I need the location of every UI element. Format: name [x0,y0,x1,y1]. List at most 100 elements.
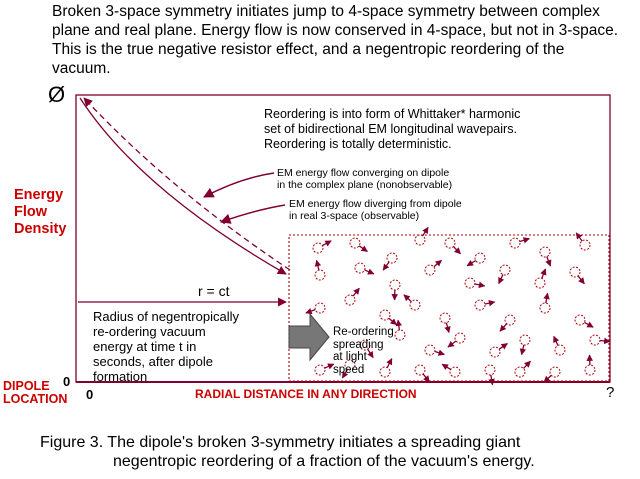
wavepair-circle [424,344,436,356]
x-axis-end-label: ? [606,384,615,401]
wavepair-arrow [543,292,550,304]
wavepair-circle [539,246,551,258]
wavepair-circle [344,294,356,306]
wavepair-arrow [575,232,583,242]
diverging-line: EM energy flow diverging from dipole [289,198,462,210]
wavepair-arrow [545,256,552,267]
wavepair-circle [489,346,501,358]
wavepair-arrow [382,261,390,271]
wavepair-circle [439,312,451,324]
dipole-label-line: DIPOLE [3,379,50,393]
wavepair-arrow [386,358,393,368]
origin-x-label: 0 [86,387,94,402]
wavepair-arrow [395,319,403,331]
reordering-annotation: Reordering is into form of Whittaker* ha… [264,107,594,152]
spreading-block-arrow [288,312,330,362]
wavepair-arrow [433,259,442,268]
wavepair-circle [314,364,326,376]
radius-line: Radius of negentropically [93,309,239,324]
wavepair-circle [414,234,426,246]
wavepair-circle [554,344,566,356]
header-text: Broken 3-space symmetry initiates jump t… [52,3,619,77]
diverging-pointer-arrow [220,204,286,224]
spreading-annotation: Re-ordering spreading at light speed [333,326,403,376]
wavepair-arrow [434,349,445,356]
energy-decay-curve [79,97,287,275]
wavepair-arrow [322,240,332,247]
wavepair-arrow [523,360,531,369]
wavepair-arrow [447,340,457,348]
spreading-line: Re-ordering [333,326,394,338]
wavepair-circle [579,239,591,251]
x-axis-label: RADIAL DISTANCE IN ANY DIRECTION [195,387,417,401]
radius-line: formation [93,369,148,384]
wavepair-circle [539,302,551,314]
wavepair-arrow [422,226,429,237]
wavepair-arrow [474,281,486,289]
wavepair-arrow [403,294,412,303]
wavepair-circle [464,277,476,289]
wavepair-arrow [540,268,547,279]
converging-line: in the complex plane (nonobservable) [277,179,453,191]
wavepair-arrow [388,317,397,326]
diverging-line: in real 3-space (observable) [289,210,420,222]
wavepair-arrow [498,274,505,285]
wavepair-arrow [422,373,430,383]
wavepair-arrow [358,245,368,253]
radius-annotation: Radius of negentropically re-ordering va… [93,309,283,384]
wavepair-arrow [498,342,508,350]
wavepair-circle [379,309,391,321]
wavepair-arrow [543,374,552,383]
y-axis-label-line: Energy [14,187,64,203]
wavepair-arrow [484,299,496,307]
y-axis-label-line: Density [14,221,67,237]
wavepair-arrow [519,344,527,356]
wavepair-circle [569,266,581,278]
wavepair-arrow [577,275,585,285]
wavepair-arrow [444,322,451,334]
wavepair-circle [386,252,398,264]
wavepair-arrow [519,237,530,244]
radius-line: energy at time t in [93,339,197,354]
wavepair-circle [499,264,511,276]
wavepair-arrow [488,374,495,386]
wavepair-circle [514,366,526,378]
radius-line: seconds, after dipole [93,354,213,369]
spreading-line: speed [333,363,365,376]
origin-y-label: 0 [63,374,71,389]
wavepair-circle [444,237,456,249]
spreading-line: spreading [333,338,384,351]
wavepair-circle [549,366,561,378]
caption-line-1: Figure 3. The dipole's broken 3-symmetry… [40,434,521,451]
wavepair-arrow [314,259,322,271]
converging-line: EM energy flow converging on dipole [277,167,450,179]
wavepair-arrow [367,348,374,359]
wavepair-circle [409,299,421,311]
y-axis-label: Energy Flow Density [14,187,66,238]
wavepair-arrow [584,321,594,328]
y-axis-top-symbol: Ø [48,82,66,107]
wavepair-circle [519,334,531,346]
wavepair-circle [484,364,496,376]
wavepair-arrow [453,246,461,255]
wavepair-arrow [466,259,477,267]
converging-pointer-arrow [203,172,275,198]
wavepair-arrow [599,337,611,345]
reordering-line: set of bidirectional EM longitudinal wav… [264,122,517,136]
wavepair-circle [354,262,366,274]
wavepair-circle [454,332,466,344]
wavepair-arrow [305,308,316,315]
wavepair-circle [589,334,601,346]
wavepair-arrow [324,363,335,370]
wavepair-circle [314,269,326,281]
wavepair-circle [379,366,391,378]
wavepair-circle [584,364,596,376]
converging-annotation: EM energy flow converging on dipole in t… [277,167,527,191]
spreading-line: at light [333,351,367,363]
wavepair-circle [349,237,361,249]
wavepair-circle [504,314,516,326]
diverging-annotation: EM energy flow diverging from dipole in … [289,198,539,222]
wavepair-circle [509,237,521,249]
wavepair-arrow [341,368,349,379]
